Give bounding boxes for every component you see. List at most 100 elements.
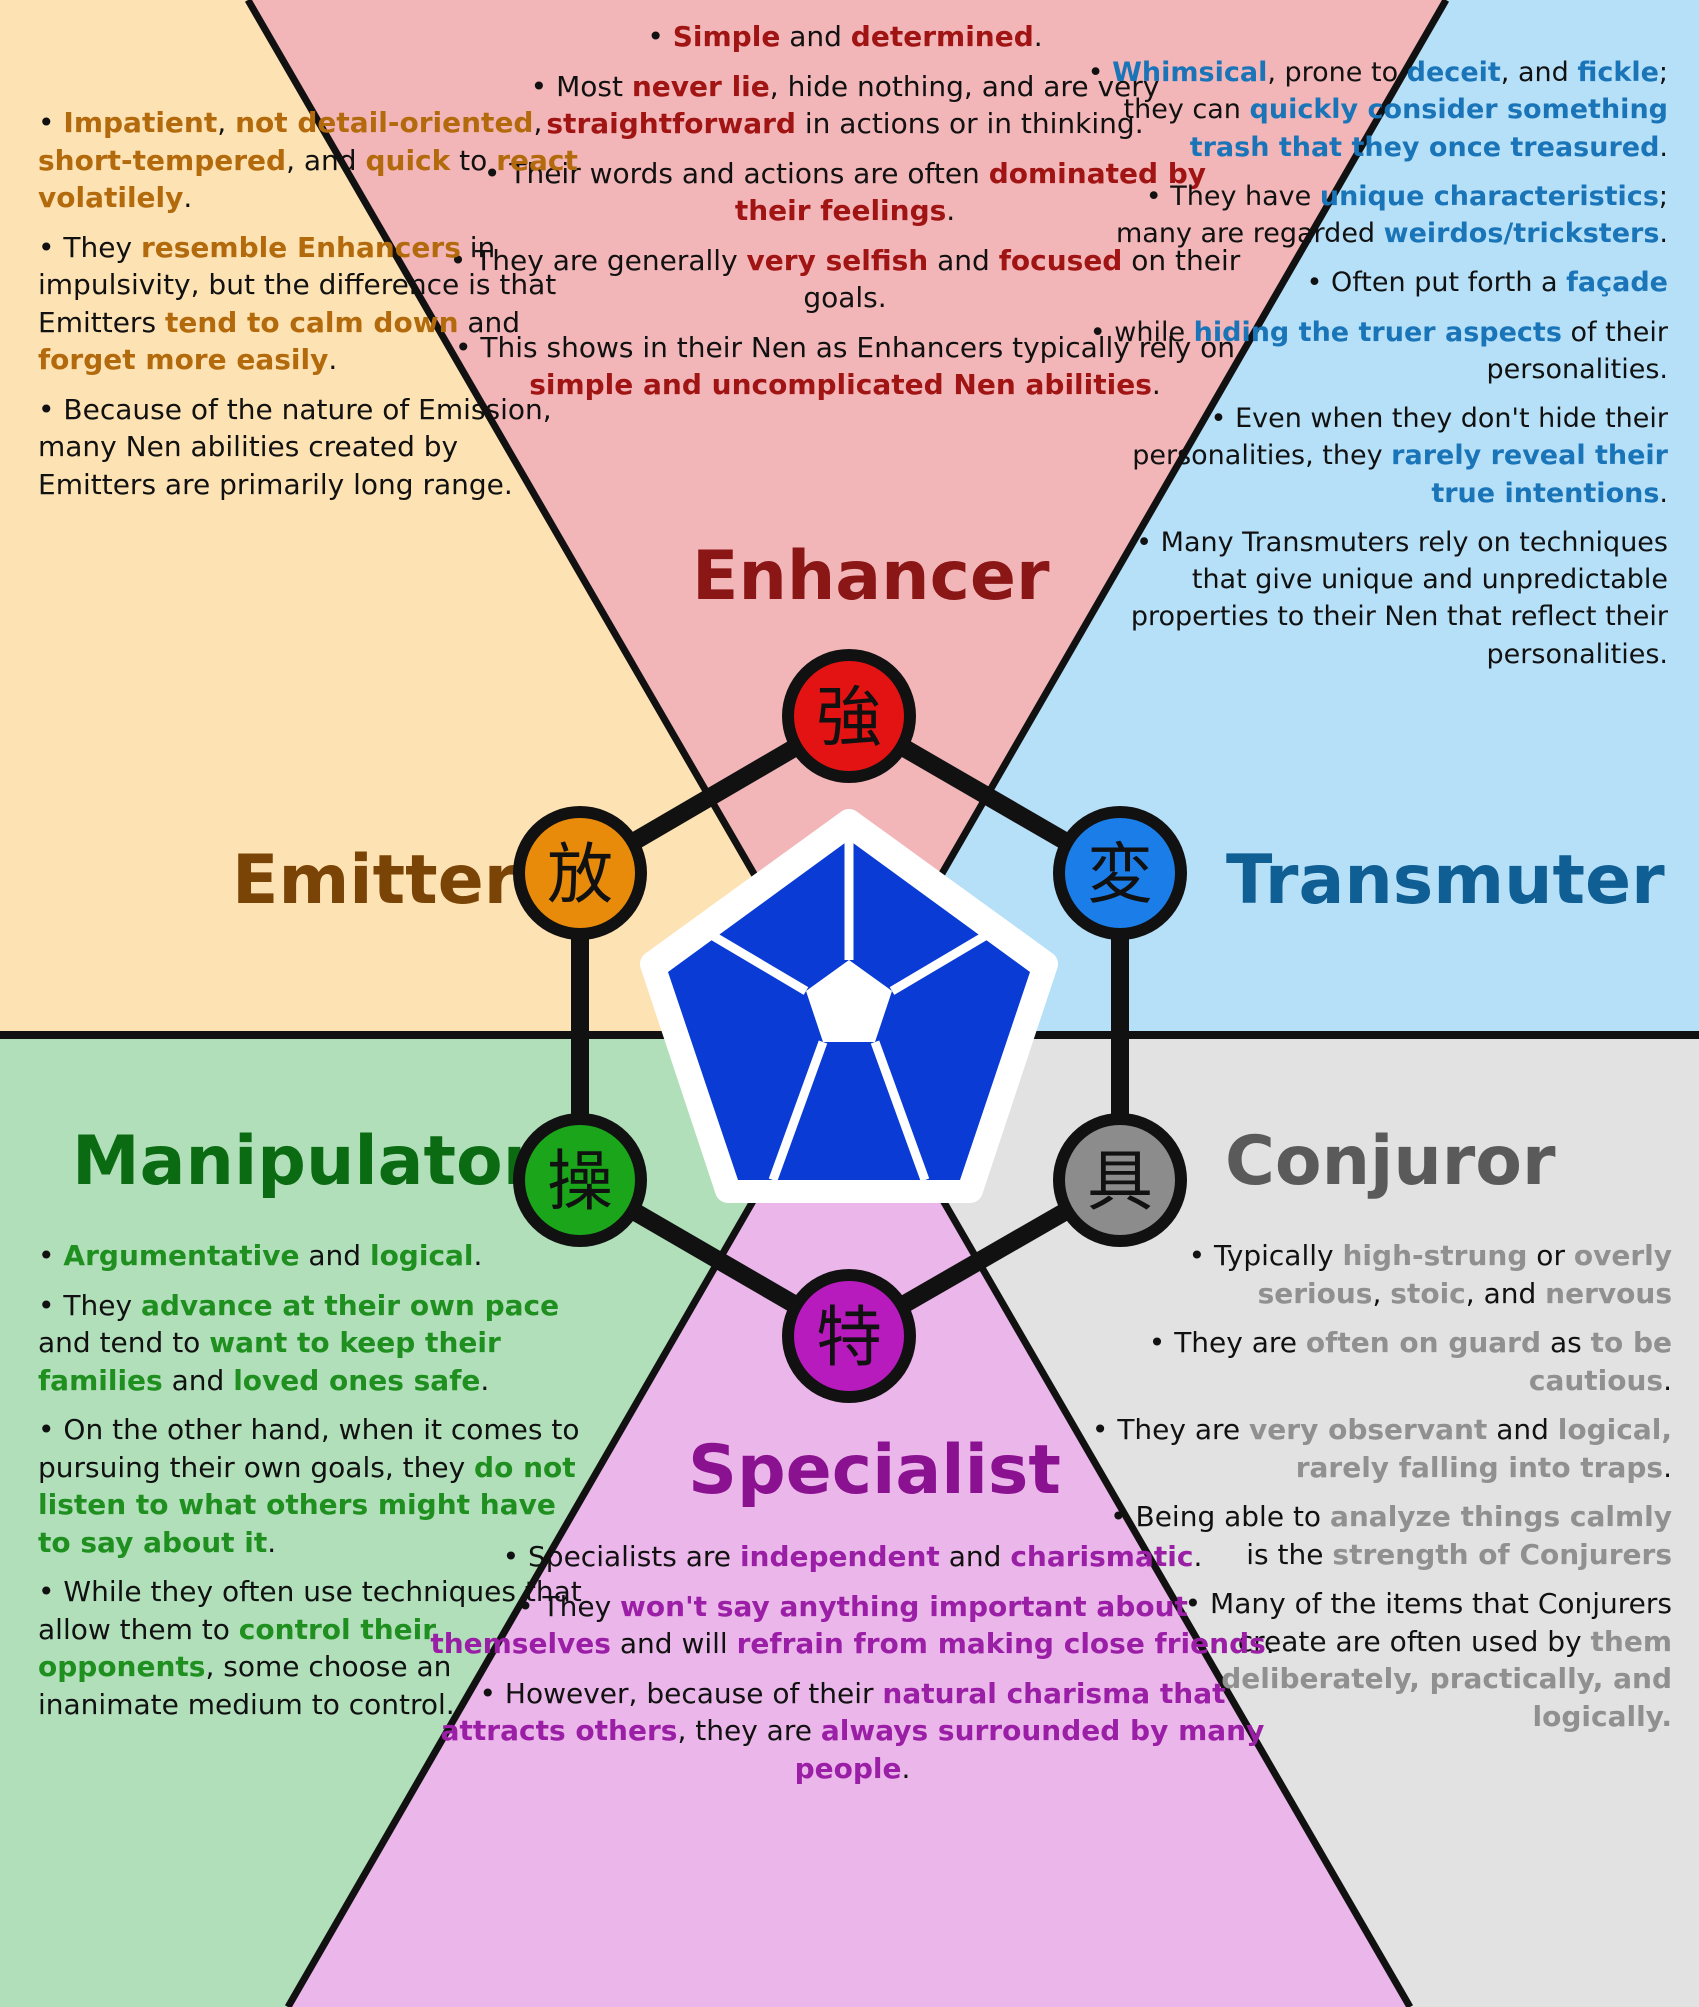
transmuter-bullet-3: • Often put forth a façade (1075, 264, 1669, 301)
plain-text: . (1659, 218, 1668, 249)
plain-text: , hide nothing, and are very (769, 69, 1160, 103)
conjuror-region (849, 1035, 1699, 2007)
highlight-text: short-tempered (38, 143, 287, 177)
transmuter-bullet-6: • Many Transmuters rely on techniques th… (1075, 524, 1668, 673)
bullet-icon: • (1148, 1326, 1175, 1360)
manipulator-title: Manipulator (72, 1122, 537, 1201)
plain-text: Their words and actions are often (509, 156, 989, 190)
plain-text: , (1372, 1276, 1391, 1310)
plain-text: , and (286, 143, 366, 177)
plain-text: They are generally (475, 243, 747, 277)
plain-text: in actions or in thinking. (795, 107, 1144, 141)
highlight-text: independent (739, 1540, 940, 1573)
plain-text: , prone to (1267, 57, 1407, 88)
transmuter-node-fill (1065, 818, 1175, 928)
pentagon-spoke (768, 1040, 828, 1182)
emitter-region (0, 0, 852, 1035)
plain-text: , some choose an inanimate medium to con… (38, 1650, 455, 1721)
transmuter-text: • Whimsical, prone to deceit, and fickle… (1075, 54, 1668, 685)
highlight-text: advance at their own pace (140, 1288, 560, 1322)
emitter-text: • Impatient, not detail-oriented, short-… (38, 104, 583, 515)
bullet-icon: • (1089, 316, 1115, 348)
plain-text: However, because of their (504, 1676, 883, 1710)
plain-text: as (1541, 1326, 1591, 1360)
specialist-bullet-2: • They won't say anything important abou… (430, 1588, 1275, 1663)
enhancer-bullet-2: • Most never lie, hide nothing, and are … (445, 68, 1245, 143)
highlight-text: very selfish (746, 243, 929, 277)
bullet-icon: • (647, 20, 673, 53)
highlight-text: react volatilely (38, 143, 578, 215)
bullet-icon: • (1091, 1413, 1118, 1447)
plain-text: Many of the items that Conjurers create … (1210, 1587, 1672, 1658)
highlight-text: deceit (1406, 57, 1501, 88)
enhancer-title: Enhancer (692, 537, 1050, 616)
plain-text: and (928, 243, 999, 277)
plain-text: . (473, 1239, 483, 1272)
plain-text: while (1114, 316, 1194, 348)
plain-text: Most (556, 69, 632, 103)
manipulator-region (0, 1035, 849, 2007)
enhancer-kanji: 強 (816, 679, 882, 756)
bullet-icon: • (1306, 267, 1332, 299)
emitter-node-fill (525, 818, 635, 928)
emitter-bullet-3: • Because of the nature of Emission, man… (38, 391, 583, 504)
specialist-node-fill (794, 1281, 904, 1391)
highlight-text: focused (998, 243, 1123, 277)
highlight-text: stoic (1390, 1276, 1466, 1310)
bullet-icon: • (1210, 403, 1236, 434)
conjuror-text: • Typically high-strung or overly seriou… (1090, 1237, 1672, 1747)
highlight-text: Simple (672, 20, 781, 53)
plain-text: to (450, 143, 497, 177)
manipulator-text: • Argumentative and logical.• They advan… (38, 1237, 598, 1735)
emitter-bullet-2: • They resemble Enhancers in impulsivity… (38, 229, 583, 379)
highlight-text: fickle (1577, 57, 1659, 88)
highlight-text: refrain from making close friends (736, 1627, 1266, 1661)
plain-text: and tend to (38, 1326, 210, 1360)
specialist-bullet-1: • Specialists are independent and charis… (430, 1538, 1275, 1576)
conjuror-bullet-4: • Being able to analyze things calmly is… (1090, 1498, 1672, 1573)
bullet-icon: • (1188, 1239, 1215, 1272)
highlight-text: high-strung (1342, 1239, 1528, 1272)
highlight-text: logical (369, 1239, 474, 1272)
pentagon-spoke (870, 1040, 930, 1182)
plain-text: They have (1170, 180, 1320, 212)
manipulator-node: 操 (513, 1113, 647, 1247)
bullet-icon: • (1184, 1587, 1211, 1621)
emitter-title: Emitter (232, 841, 518, 920)
plain-text: This shows in their Nen as Enhancers typ… (480, 330, 1236, 364)
highlight-text: straightforward (546, 107, 796, 141)
plain-text: and will (610, 1627, 737, 1661)
bullet-icon: • (1136, 526, 1161, 558)
manipulator-bullet-4: • While they often use techniques that a… (38, 1573, 598, 1723)
plain-text: They (63, 230, 141, 264)
bullet-icon: • (454, 330, 481, 364)
plain-text: . (1151, 368, 1161, 402)
plain-text: , and (1500, 57, 1578, 88)
plain-text: Being able to (1135, 1500, 1330, 1534)
conjuror-bullet-2: • They are often on guard as to be cauti… (1090, 1324, 1672, 1399)
bullet-icon: • (38, 1239, 64, 1272)
plain-text: and (162, 1363, 234, 1397)
plain-text: . (328, 343, 338, 377)
manipulator-bullet-1: • Argumentative and logical. (38, 1237, 598, 1275)
plain-text: ; many are regarded (1115, 180, 1668, 249)
plain-text: is the (1246, 1537, 1333, 1571)
plain-text: . (1663, 1363, 1672, 1397)
enhancer-bullet-5: • This shows in their Nen as Enhancers t… (445, 329, 1245, 404)
plain-text: and (299, 1239, 370, 1272)
bullet-icon: • (1110, 1500, 1136, 1534)
highlight-text: control their opponents (38, 1612, 437, 1684)
specialist-kanji: 特 (816, 1299, 882, 1376)
enhancer-bullet-4: • They are generally very selfish and fo… (445, 242, 1245, 317)
plain-text: Even when they don't hide their personal… (1132, 403, 1668, 472)
bullet-icon: • (38, 392, 64, 426)
highlight-text: unique characteristics (1319, 180, 1659, 212)
plain-text: They (542, 1589, 621, 1623)
plain-text: in impulsivity, but the difference is th… (38, 230, 557, 339)
plain-text: , (533, 106, 543, 139)
plain-text: on their goals. (803, 243, 1241, 315)
plain-text: Because of the nature of Emission, many … (38, 392, 552, 501)
highlight-text: do not listen to what others might have … (38, 1450, 576, 1559)
